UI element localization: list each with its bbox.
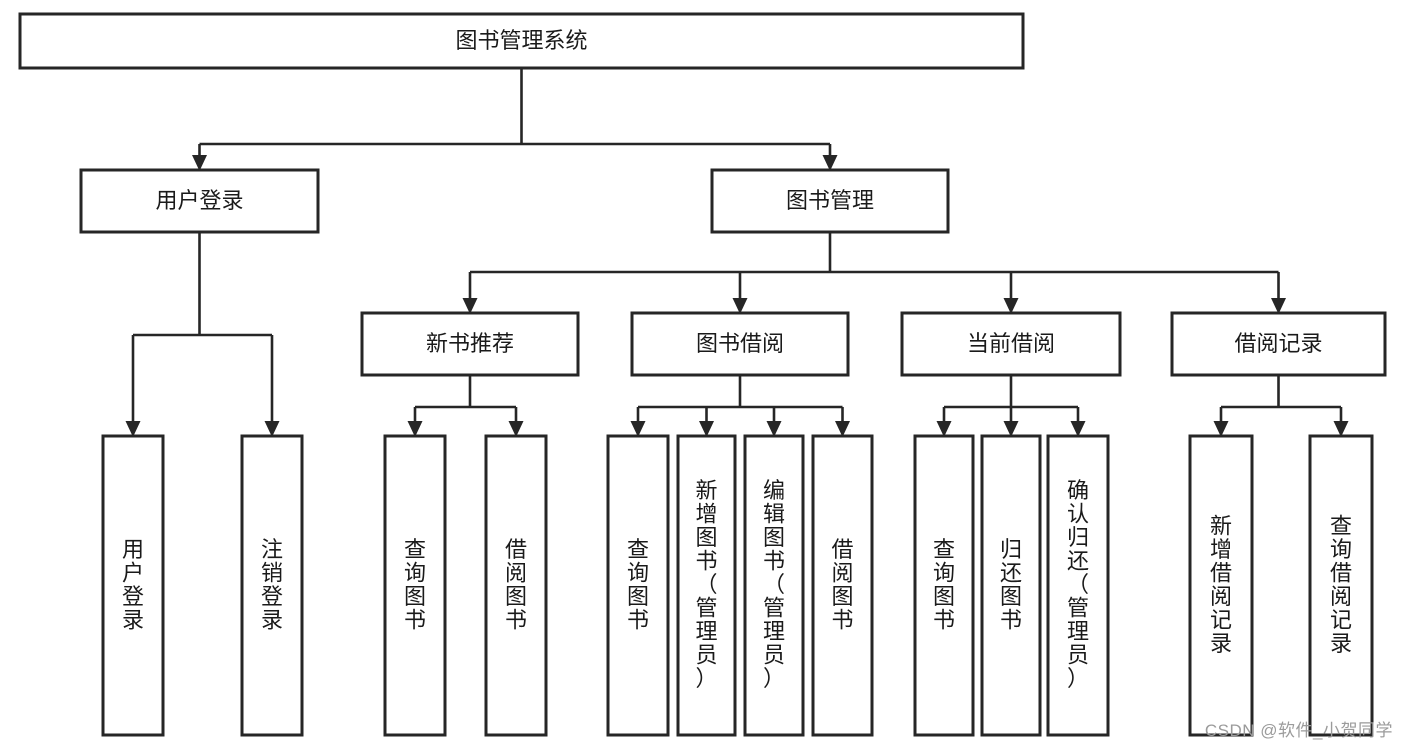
node-box-leaf-return-book xyxy=(980,434,1042,737)
node-box-leaf-add-book xyxy=(676,434,737,737)
node-box-leaf-confirm-return xyxy=(1046,434,1110,737)
node-leaf-query-record[interactable]: 查询借阅记录 xyxy=(1308,434,1374,737)
node-layer: 图书管理系统用户登录图书管理新书推荐图书借阅当前借阅借阅记录用户登录注销登录查询… xyxy=(18,12,1387,737)
node-box-leaf-query-book-3 xyxy=(913,434,975,737)
arrowhead-current-borrow xyxy=(1003,298,1019,314)
node-label-book-borrow: 图书借阅 xyxy=(696,331,784,356)
node-user-login[interactable]: 用户登录 xyxy=(79,168,320,234)
edges-from-current-borrow xyxy=(936,375,1086,437)
node-leaf-user-login[interactable]: 用户登录 xyxy=(101,434,165,737)
node-box-user-login xyxy=(79,168,320,234)
node-leaf-return-book[interactable]: 归还图书 xyxy=(980,434,1042,737)
node-leaf-query-book-1[interactable]: 查询图书 xyxy=(383,434,447,737)
node-label-leaf-edit-book: 编辑图书（管理员） xyxy=(763,478,785,691)
arrowhead-leaf-add-book xyxy=(699,421,714,437)
node-label-leaf-user-login: 用户登录 xyxy=(122,537,144,633)
arrowhead-leaf-query-book-3 xyxy=(936,421,952,437)
arrowhead-new-book-recommend xyxy=(462,298,478,314)
node-box-current-borrow xyxy=(900,311,1122,377)
node-leaf-confirm-return[interactable]: 确认归还（管理员） xyxy=(1046,434,1110,737)
node-leaf-borrow-book-1[interactable]: 借阅图书 xyxy=(484,434,548,737)
node-leaf-query-book-2[interactable]: 查询图书 xyxy=(606,434,670,737)
node-label-leaf-add-record: 新增借阅记录 xyxy=(1210,513,1232,656)
node-leaf-borrow-book-2[interactable]: 借阅图书 xyxy=(811,434,874,737)
arrowhead-borrow-record xyxy=(1271,298,1286,314)
node-current-borrow[interactable]: 当前借阅 xyxy=(900,311,1122,377)
node-label-leaf-logout: 注销登录 xyxy=(261,537,283,633)
node-leaf-edit-book[interactable]: 编辑图书（管理员） xyxy=(743,434,805,737)
node-label-current-borrow: 当前借阅 xyxy=(967,331,1055,356)
node-box-borrow-record xyxy=(1170,311,1387,377)
arrowhead-leaf-logout xyxy=(264,421,280,437)
arrowhead-book-borrow xyxy=(732,298,748,314)
node-label-user-login: 用户登录 xyxy=(155,188,243,213)
node-box-leaf-user-login xyxy=(101,434,165,737)
edges-from-borrow-record xyxy=(1213,375,1349,437)
connector-layer xyxy=(125,68,1349,437)
node-box-root xyxy=(18,12,1025,70)
node-label-leaf-query-book-1: 查询图书 xyxy=(404,537,426,633)
node-label-leaf-query-book-2: 查询图书 xyxy=(627,537,649,633)
arrowhead-leaf-borrow-book-2 xyxy=(835,421,850,437)
arrowhead-leaf-query-book-1 xyxy=(407,421,423,437)
edges-from-root xyxy=(192,68,838,171)
node-label-leaf-query-book-3: 查询图书 xyxy=(933,537,955,633)
node-new-book-recommend[interactable]: 新书推荐 xyxy=(360,311,580,377)
node-label-leaf-borrow-book-1: 借阅图书 xyxy=(505,537,527,633)
node-box-leaf-add-record xyxy=(1188,434,1254,737)
csdn-watermark: CSDN @软件_小贺同学 xyxy=(1204,721,1393,740)
node-leaf-logout[interactable]: 注销登录 xyxy=(240,434,304,737)
edges-from-new-book-recommend xyxy=(407,375,524,437)
edges-from-book-manage xyxy=(462,232,1286,314)
node-book-borrow[interactable]: 图书借阅 xyxy=(630,311,850,377)
arrowhead-leaf-add-record xyxy=(1213,421,1229,437)
node-box-leaf-borrow-book-1 xyxy=(484,434,548,737)
node-box-leaf-query-book-2 xyxy=(606,434,670,737)
arrowhead-leaf-user-login xyxy=(125,421,141,437)
arrowhead-book-manage xyxy=(822,155,838,171)
edges-from-user-login xyxy=(125,232,280,437)
node-borrow-record[interactable]: 借阅记录 xyxy=(1170,311,1387,377)
node-label-leaf-query-record: 查询借阅记录 xyxy=(1330,513,1352,656)
node-label-leaf-return-book: 归还图书 xyxy=(1000,537,1022,633)
node-box-leaf-query-book-1 xyxy=(383,434,447,737)
node-leaf-query-book-3[interactable]: 查询图书 xyxy=(913,434,975,737)
node-label-root: 图书管理系统 xyxy=(455,28,587,53)
node-root[interactable]: 图书管理系统 xyxy=(18,12,1025,70)
node-box-leaf-query-record xyxy=(1308,434,1374,737)
node-box-new-book-recommend xyxy=(360,311,580,377)
node-label-leaf-confirm-return: 确认归还（管理员） xyxy=(1067,478,1089,691)
node-label-borrow-record: 借阅记录 xyxy=(1234,331,1322,356)
node-label-new-book-recommend: 新书推荐 xyxy=(426,331,514,356)
arrowhead-leaf-edit-book xyxy=(766,421,782,437)
node-box-book-manage xyxy=(710,168,950,234)
node-label-book-manage: 图书管理 xyxy=(786,188,874,213)
arrowhead-leaf-confirm-return xyxy=(1070,421,1086,437)
node-box-book-borrow xyxy=(630,311,850,377)
node-box-leaf-borrow-book-2 xyxy=(811,434,874,737)
node-label-leaf-add-book: 新增图书（管理员） xyxy=(695,478,717,691)
node-leaf-add-book[interactable]: 新增图书（管理员） xyxy=(676,434,737,737)
node-box-leaf-logout xyxy=(240,434,304,737)
edges-from-book-borrow xyxy=(630,375,850,437)
arrowhead-leaf-query-book-2 xyxy=(630,421,646,437)
node-box-leaf-edit-book xyxy=(743,434,805,737)
node-label-leaf-borrow-book-2: 借阅图书 xyxy=(831,537,853,633)
node-leaf-add-record[interactable]: 新增借阅记录 xyxy=(1188,434,1254,737)
arrowhead-leaf-return-book xyxy=(1003,421,1019,437)
arrowhead-leaf-query-record xyxy=(1333,421,1349,437)
arrowhead-user-login xyxy=(192,155,207,171)
node-book-manage[interactable]: 图书管理 xyxy=(710,168,950,234)
arrowhead-leaf-borrow-book-1 xyxy=(508,421,524,437)
